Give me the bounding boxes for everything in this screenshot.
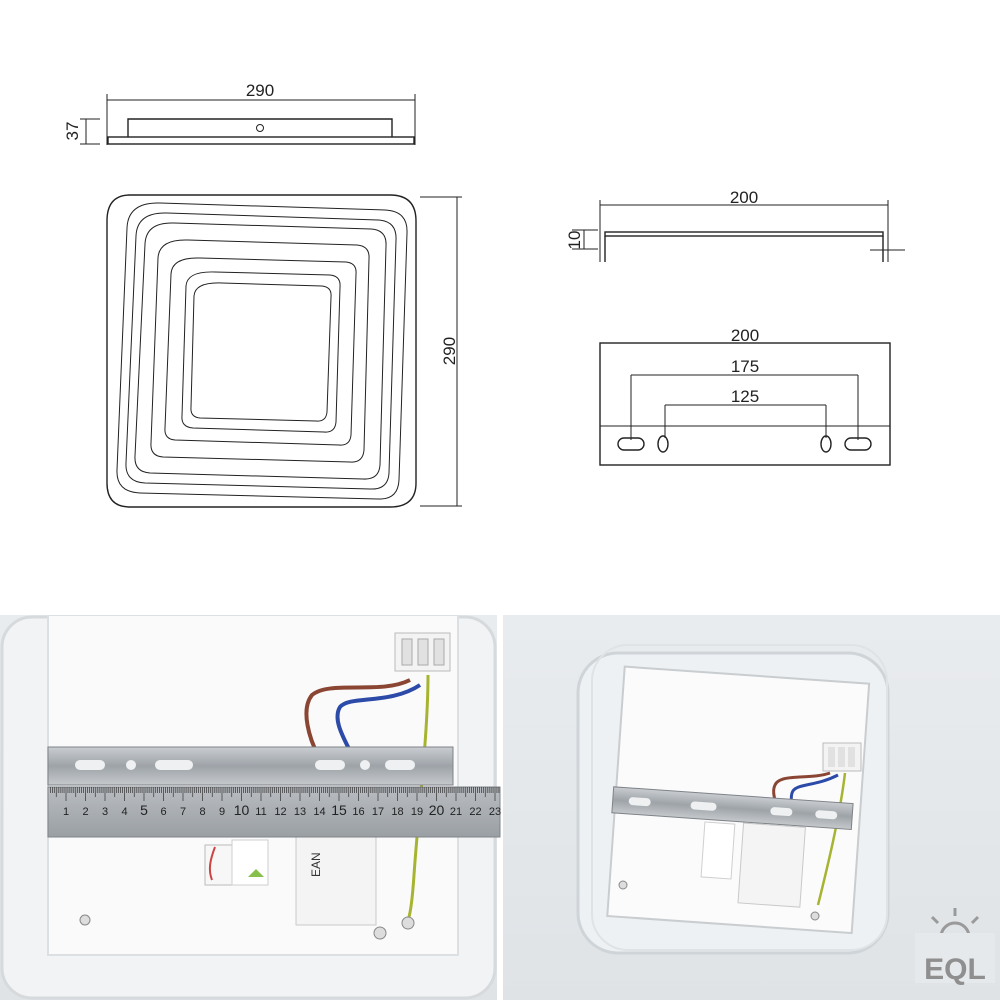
bracket-side-height-label: 10 (565, 231, 584, 250)
mounting-bar (47, 746, 454, 786)
hole-spacing-outer-label: 175 (731, 357, 759, 376)
ruler-label: 19 (411, 806, 423, 818)
brand-logo: EQL (915, 908, 995, 986)
ruler-label: 4 (121, 806, 127, 818)
ruler-label: 10 (234, 802, 250, 818)
brand-logo-text: EQL (924, 953, 986, 986)
ruler-label: 1 (63, 806, 69, 818)
bracket-side-view: 200 10 (565, 188, 905, 262)
ruler-label: 11 (255, 806, 266, 818)
driver-label: EAN (309, 852, 323, 877)
top-height-label: 290 (440, 337, 459, 365)
lamp-side-view: 290 37 (63, 81, 416, 145)
ruler-label: 16 (352, 806, 364, 818)
ruler-label: 9 (219, 806, 225, 818)
terminal-block (394, 632, 451, 672)
bracket-front-view: 200 175 125 (599, 326, 891, 466)
hole-spacing-inner-label: 125 (731, 387, 759, 406)
side-width-label: 290 (246, 81, 274, 100)
ruler-label: 2 (82, 806, 88, 818)
side-height-label: 37 (63, 122, 82, 141)
ruler-label: 18 (391, 806, 403, 818)
right-photo: EQL (503, 615, 1000, 1000)
ruler-label: 5 (140, 802, 148, 818)
ruler-label: 23 (489, 806, 501, 818)
ruler-ticks (50, 787, 500, 801)
ruler-label: 20 (429, 802, 445, 818)
ruler-label: 17 (372, 806, 384, 818)
ruler-label: 8 (199, 806, 205, 818)
lamp-top-view: 290 (106, 194, 462, 508)
ruler-label: 14 (313, 806, 325, 818)
ruler-label: 22 (469, 806, 481, 818)
bracket-side-width-label: 200 (730, 188, 758, 207)
ruler-label: 21 (450, 806, 462, 818)
ruler-label: 15 (331, 802, 347, 818)
ruler-label: 13 (294, 806, 306, 818)
ruler-label: 12 (274, 806, 286, 818)
ruler-label: 6 (160, 806, 166, 818)
technical-drawing: 290 37 290 200 10 (63, 81, 905, 508)
bracket-front-width-label: 200 (731, 326, 759, 345)
ruler-label: 3 (102, 806, 108, 818)
ruler-label: 7 (180, 806, 186, 818)
